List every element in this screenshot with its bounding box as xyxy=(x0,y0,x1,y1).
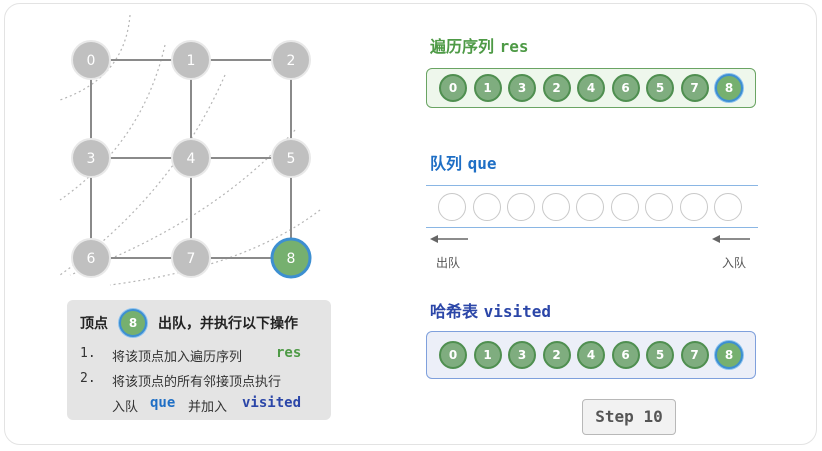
queue-slot xyxy=(541,193,570,221)
info-line3-text-b: 并加入 xyxy=(188,400,228,415)
step-button[interactable]: Step 10 xyxy=(582,399,676,435)
info-head-prefix: 顶点 xyxy=(80,316,108,332)
graph-node-label: 6 xyxy=(87,251,96,267)
graph-node-5: 5 xyxy=(271,138,311,178)
dequeue-label: 出队 xyxy=(436,256,461,270)
graph-node-label: 5 xyxy=(287,151,296,167)
graph-node-0: 0 xyxy=(71,40,111,80)
visited-item: 0 xyxy=(439,341,467,369)
graph-node-label: 2 xyxy=(287,53,296,69)
info-head-node: 8 xyxy=(119,309,147,337)
visited-item: 1 xyxy=(473,341,502,369)
info-line3-code-b: visited xyxy=(242,395,302,411)
info-line2-text: 将该顶点的所有邻接顶点执行 xyxy=(112,375,282,390)
bfs-wave-line xyxy=(59,44,166,201)
graph-node-3: 3 xyxy=(71,138,111,178)
res-item: 2 xyxy=(542,74,571,102)
queue-title: 队列 que xyxy=(430,154,497,173)
res-item: 5 xyxy=(646,74,674,102)
queue-slot xyxy=(714,193,742,221)
queue-slot xyxy=(507,193,535,221)
graph-node-label: 7 xyxy=(187,251,196,267)
enqueue-label: 入队 xyxy=(722,256,747,270)
res-item: 7 xyxy=(680,74,709,102)
graph-nodes: 0 1 2 3 4 5 6 7 8 xyxy=(71,40,312,279)
graph-node-1: 1 xyxy=(171,40,211,80)
queue-slot xyxy=(645,193,673,221)
res-item: 0 xyxy=(439,74,467,102)
visited-item: 3 xyxy=(508,341,536,369)
graph-node-label: 4 xyxy=(187,151,196,167)
queue-slot xyxy=(610,193,639,221)
graph-node-4: 4 xyxy=(171,138,211,178)
res-item: 6 xyxy=(611,74,640,102)
visited-item: 5 xyxy=(646,341,674,369)
visited-item: 6 xyxy=(611,341,640,369)
graph-node-label: 1 xyxy=(187,53,196,69)
graph-node-8: 8 xyxy=(270,237,312,279)
graph-node-label: 0 xyxy=(87,53,96,69)
res-item: 4 xyxy=(577,74,605,102)
info-box xyxy=(67,300,331,420)
info-line1-text: 将该顶点加入遍历序列 xyxy=(112,350,243,365)
graph-node-6: 6 xyxy=(71,238,111,278)
visited-item: 8 xyxy=(715,341,743,369)
queue-slot xyxy=(576,193,604,221)
visited-item: 4 xyxy=(577,341,605,369)
graph-node-7: 7 xyxy=(171,238,211,278)
graph-node-label: 3 xyxy=(87,151,96,167)
info-head-suffix: 出队，并执行以下操作 xyxy=(158,316,298,332)
res-item: 3 xyxy=(508,74,536,102)
info-line2-num: 2. xyxy=(80,371,96,386)
res-title: 遍历序列 res xyxy=(430,37,529,56)
visited-item: 7 xyxy=(680,341,709,369)
visited-item: 2 xyxy=(542,341,571,369)
enqueue-arrow-icon xyxy=(712,235,750,243)
info-line1-code: res xyxy=(276,345,302,361)
graph-node-2: 2 xyxy=(271,40,311,80)
res-item: 8 xyxy=(715,74,743,102)
res-item: 1 xyxy=(473,74,502,102)
graph-node-label: 8 xyxy=(287,251,296,267)
info-line1-num: 1. xyxy=(80,346,96,361)
queue-slot xyxy=(679,193,708,221)
queue-top-border xyxy=(426,185,758,186)
queue-slot xyxy=(438,193,466,221)
info-line3-code-a: que xyxy=(150,395,176,411)
dequeue-arrow-icon xyxy=(430,235,468,243)
queue-bottom-border xyxy=(426,227,758,228)
visited-title: 哈希表 visited xyxy=(430,302,552,321)
queue-slot xyxy=(472,193,501,221)
info-line3-text-a: 入队 xyxy=(112,400,139,415)
